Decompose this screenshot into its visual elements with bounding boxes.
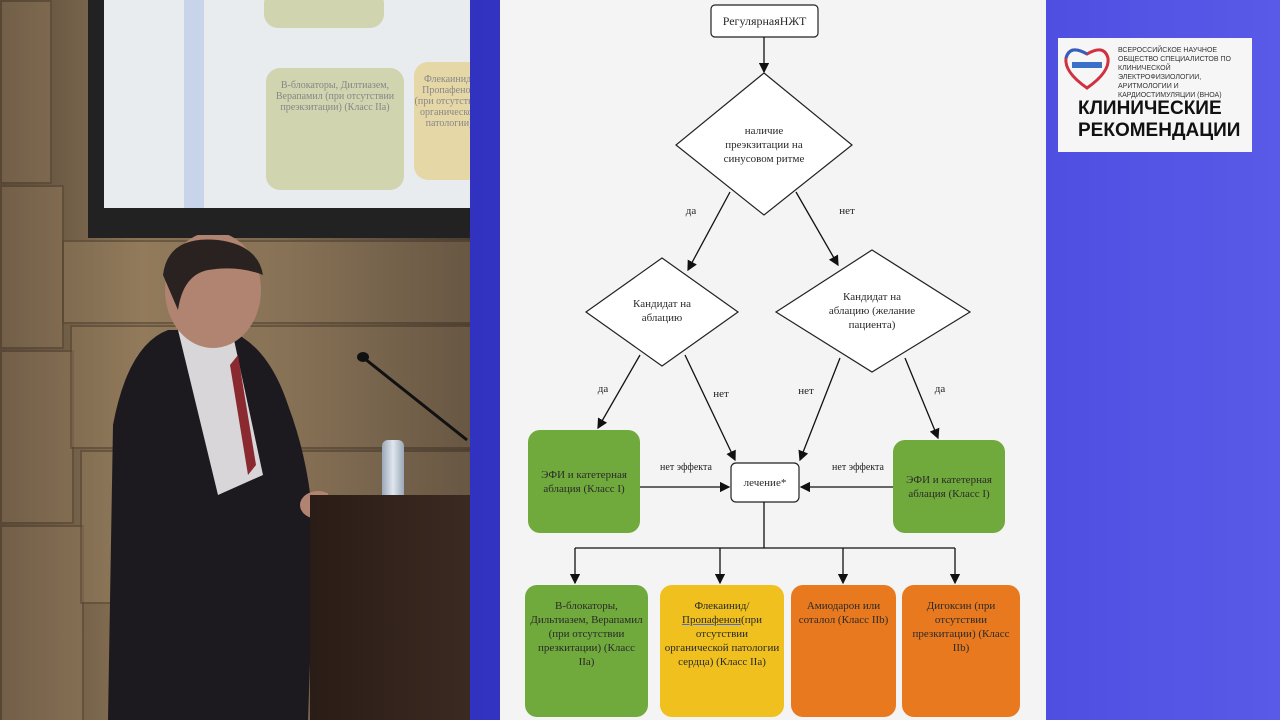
label-yes: да (685, 205, 697, 217)
logo-organization: ВСЕРОССИЙСКОЕ НАУЧНОЕ ОБЩЕСТВО СПЕЦИАЛИС… (1118, 47, 1231, 99)
label-no-effect: нет эффекта (660, 462, 712, 473)
water-bottle (382, 440, 404, 508)
microphone (357, 352, 468, 442)
wall-panel (0, 350, 74, 524)
faded-box: В-блокаторы, Дилтиазем, Верапамил (при о… (266, 68, 404, 190)
projection-screen: В-блокаторы, Дилтиазем, Верапамил (при о… (88, 0, 470, 238)
decision1-shape (675, 72, 853, 216)
logo-title: КЛИНИЧЕСКИЕ РЕКОМЕНДАЦИИ (1078, 98, 1240, 142)
wall-panel (0, 0, 52, 184)
treatment-node: лечение* (743, 476, 787, 489)
label-no: нет (798, 385, 814, 397)
heart-logo-icon (1064, 48, 1110, 90)
decision-ablation-candidate: Кандидат на аблацию (633, 298, 691, 324)
drug-box-amiodarone: Амиодарон или соталол (Класс IIb) (791, 585, 896, 717)
wall-panel (0, 185, 64, 349)
drug-text: (при отсутствии органической патологии с… (664, 614, 780, 668)
wall-panel (62, 240, 470, 324)
podium (310, 495, 470, 720)
drug-text-underlined: Пропафенон (682, 614, 742, 626)
ablation-box-left: ЭФИ и катетерная аблация (Класс I) (528, 430, 640, 533)
decision-preexcitation: наличие преэкзитации на синусовом ритме (723, 125, 805, 165)
start-node: РегулярнаяНЖТ (722, 14, 807, 28)
label-no: нет (713, 388, 729, 400)
speaker (108, 235, 328, 720)
label-no: нет (839, 205, 855, 217)
drug-box-beta-blockers: В-блокаторы, Дильтиазем, Верапамил (при … (525, 585, 648, 717)
decision2-shape (584, 257, 740, 367)
conference-room-photo: В-блокаторы, Дилтиазем, Верапамил (при о… (0, 0, 470, 720)
label-yes: да (934, 383, 946, 395)
drug-text: Флекаинид/ (694, 600, 750, 612)
wall-panel (0, 525, 84, 720)
logo-title-line1: КЛИНИЧЕСКИЕ (1078, 98, 1222, 119)
logo-title-line2: РЕКОМЕНДАЦИИ (1078, 120, 1241, 141)
drug-box-flecainide: Флекаинид/ Пропафенон(при отсутствии орг… (660, 585, 784, 717)
label-no-effect: нет эффекта (832, 462, 884, 473)
ablation-box-right: ЭФИ и катетерная аблация (Класс I) (893, 440, 1005, 533)
treatment-shape (730, 462, 800, 503)
label-yes: да (597, 383, 609, 395)
decision-ablation-patient-wish: Кандидат на аблацию (желание пациента) (828, 291, 916, 331)
drug-box-digoxin: Дигоксин (при отсутствии презкитации) (К… (902, 585, 1020, 717)
faded-box: Флекаинид/ Пропафенон (при отсутствии ор… (414, 62, 470, 180)
decision3-shape (774, 249, 972, 373)
logo-card: ВСЕРОССИЙСКОЕ НАУЧНОЕ ОБЩЕСТВО СПЕЦИАЛИС… (1058, 38, 1252, 152)
